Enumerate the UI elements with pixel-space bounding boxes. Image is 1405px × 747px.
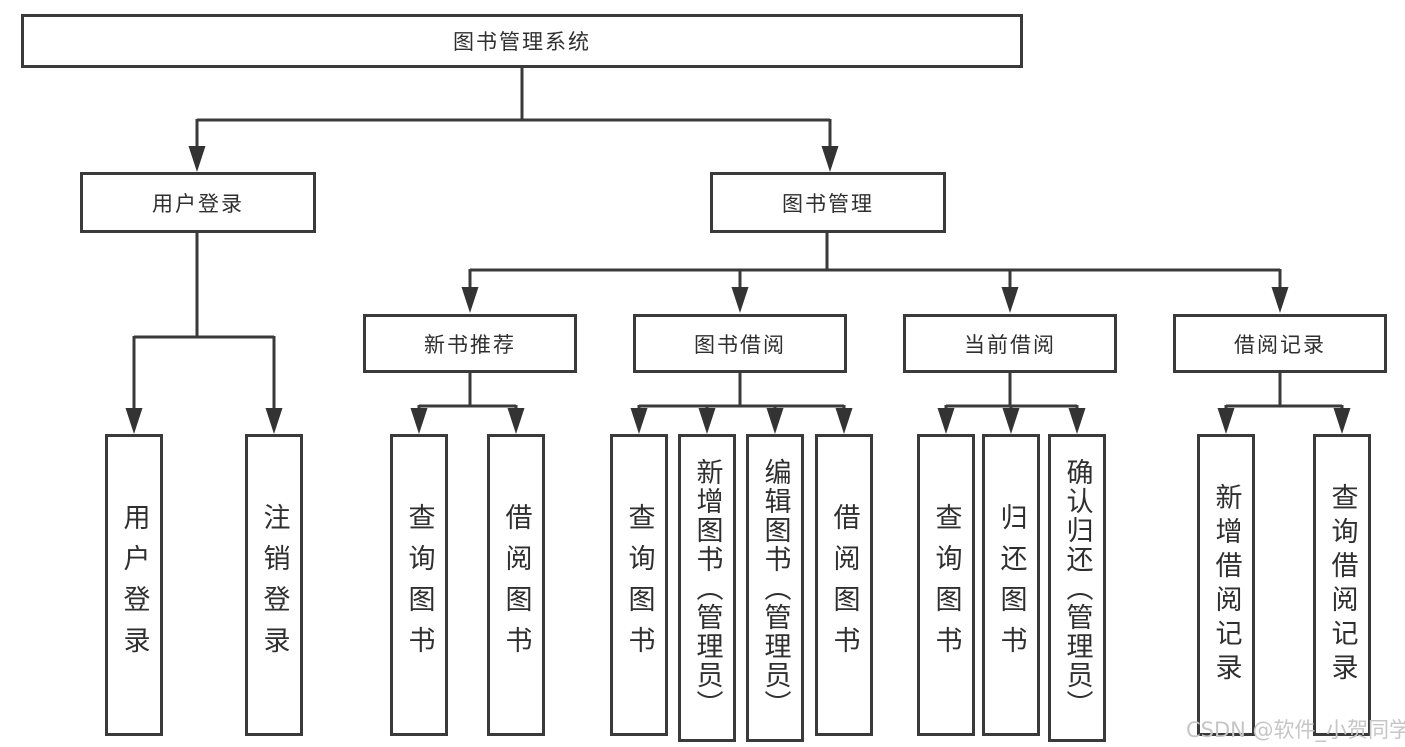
- leaf-add-books-admin-label: 新增图书（管理员）: [691, 457, 723, 719]
- arrow-down-icon: [731, 287, 749, 313]
- arrow-down-icon: [821, 146, 839, 172]
- connector-borrowrecords-to-leaves: [1224, 373, 1344, 414]
- leaf-edit-books-admin: 编辑图书（管理员）: [746, 434, 804, 742]
- arrow-down-icon: [461, 287, 479, 313]
- leaf-query-borrow-record-label: 查询借阅记录: [1326, 483, 1358, 687]
- arrow-down-icon: [1271, 287, 1289, 313]
- arrow-down-icon: [1001, 287, 1019, 313]
- leaf-add-borrow-record: 新增借阅记录: [1197, 434, 1255, 736]
- connector-currentborrow-to-leaves: [944, 373, 1079, 414]
- leaf-edit-books-admin-label: 编辑图书（管理员）: [759, 457, 791, 719]
- arrow-down-icon: [265, 408, 283, 434]
- arrow-down-icon: [835, 408, 853, 434]
- arrow-down-icon: [766, 408, 784, 434]
- node-user-login: 用户登录: [80, 172, 316, 233]
- arrow-down-icon: [1002, 408, 1020, 434]
- node-book-borrow: 图书借阅: [633, 314, 847, 373]
- arrow-down-icon: [410, 408, 428, 434]
- leaf-return-books: 归还图书: [982, 434, 1040, 736]
- leaf-logout-label: 注销登录: [258, 503, 290, 667]
- node-user-login-label: 用户登录: [152, 191, 244, 216]
- node-book-borrow-label: 图书借阅: [694, 332, 786, 357]
- arrow-down-icon: [1217, 408, 1235, 434]
- connector-userlogin-to-leaves: [132, 232, 276, 412]
- arrow-down-icon: [507, 408, 525, 434]
- arrow-down-icon: [937, 408, 955, 434]
- leaf-return-books-label: 归还图书: [995, 503, 1027, 667]
- leaf-user-login-label: 用户登录: [118, 503, 150, 667]
- root-node-library-system: 图书管理系统: [21, 14, 1023, 68]
- arrow-down-icon: [1333, 408, 1351, 434]
- node-new-book-recommend-label: 新书推荐: [424, 332, 516, 357]
- leaf-query-books-newbook-label: 查询图书: [403, 503, 435, 667]
- leaf-borrow-books-newbook-label: 借阅图书: [500, 503, 532, 667]
- arrow-down-icon: [125, 408, 143, 434]
- arrowheads: [125, 146, 1351, 434]
- leaf-query-books-current: 查询图书: [917, 434, 975, 736]
- leaf-borrow-books-borrow: 借阅图书: [815, 434, 873, 736]
- arrow-down-icon: [1068, 408, 1086, 434]
- connector-bookborrow-to-leaves: [637, 373, 846, 414]
- node-borrow-records-label: 借阅记录: [1234, 332, 1326, 357]
- connector-root-to-level2: [195, 68, 832, 150]
- arrow-down-icon: [630, 408, 648, 434]
- node-book-management-label: 图书管理: [782, 191, 874, 216]
- leaf-add-borrow-record-label: 新增借阅记录: [1210, 483, 1242, 687]
- leaf-query-books-borrow: 查询图书: [610, 434, 668, 736]
- leaf-query-books-current-label: 查询图书: [930, 503, 962, 667]
- node-new-book-recommend: 新书推荐: [363, 314, 577, 373]
- arrow-down-icon: [698, 408, 716, 434]
- leaf-user-login: 用户登录: [105, 434, 163, 736]
- connector-bookmgmt-to-level3: [468, 232, 1282, 291]
- leaf-borrow-books-borrow-label: 借阅图书: [828, 503, 860, 667]
- leaf-add-books-admin: 新增图书（管理员）: [678, 434, 736, 742]
- node-borrow-records: 借阅记录: [1173, 314, 1387, 373]
- leaf-borrow-books-newbook: 借阅图书: [487, 434, 545, 736]
- connector-newbook-to-leaves: [417, 373, 518, 414]
- leaf-query-borrow-record: 查询借阅记录: [1313, 434, 1371, 736]
- leaf-confirm-return-admin: 确认归还（管理员）: [1048, 434, 1106, 742]
- node-book-management: 图书管理: [710, 172, 946, 233]
- leaf-query-books-borrow-label: 查询图书: [623, 503, 655, 667]
- node-current-borrow-label: 当前借阅: [964, 332, 1056, 357]
- arrow-down-icon: [188, 146, 206, 172]
- leaf-query-books-newbook: 查询图书: [390, 434, 448, 736]
- leaf-confirm-return-admin-label: 确认归还（管理员）: [1061, 457, 1093, 719]
- leaf-logout: 注销登录: [245, 434, 303, 736]
- node-current-borrow: 当前借阅: [903, 314, 1117, 373]
- root-node-label: 图书管理系统: [453, 30, 591, 54]
